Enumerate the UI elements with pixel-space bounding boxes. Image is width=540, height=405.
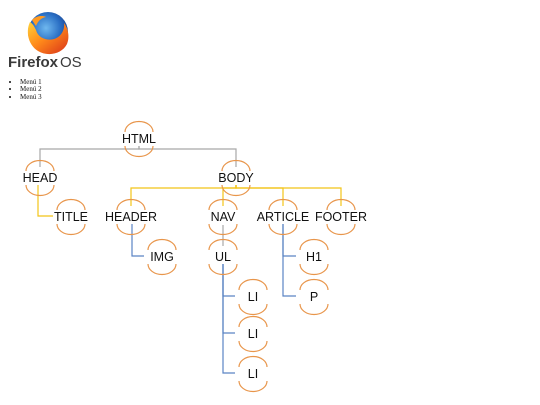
node-h1: H1 bbox=[299, 238, 329, 276]
node-arc-bottom bbox=[238, 340, 268, 353]
node-label: P bbox=[310, 290, 318, 304]
node-arc-top bbox=[268, 198, 298, 211]
node-label: LI bbox=[248, 367, 258, 381]
node-label: LI bbox=[248, 327, 258, 341]
node-arc-top bbox=[299, 278, 329, 291]
menu-item-2[interactable]: Menú 2 bbox=[20, 85, 42, 93]
node-label: LI bbox=[248, 290, 258, 304]
node-arc-top bbox=[124, 120, 154, 133]
node-arc-top bbox=[147, 238, 177, 251]
edge-article-p bbox=[282, 224, 296, 297]
edge-html-head bbox=[39, 146, 140, 167]
firefox-logo-icon: Firefox OS bbox=[8, 12, 82, 71]
node-nav: NAV bbox=[208, 198, 238, 236]
node-label: TITLE bbox=[54, 210, 88, 224]
node-label: NAV bbox=[211, 210, 236, 224]
menu-item-1[interactable]: Menú 1 bbox=[20, 78, 42, 86]
node-arc-bottom bbox=[299, 263, 329, 276]
node-arc-top bbox=[238, 278, 268, 291]
node-footer: FOOTER bbox=[315, 198, 367, 236]
node-arc-top bbox=[238, 315, 268, 328]
node-arc-bottom bbox=[116, 223, 146, 236]
node-arc-bottom bbox=[326, 223, 356, 236]
edge-html-body bbox=[138, 146, 237, 167]
node-html: HTML bbox=[122, 120, 156, 158]
node-arc-bottom bbox=[221, 184, 251, 197]
node-li-1: LI bbox=[238, 278, 268, 316]
node-ul: UL bbox=[208, 238, 238, 276]
menu-item-3[interactable]: Menú 3 bbox=[20, 93, 42, 101]
node-label: UL bbox=[215, 250, 231, 264]
brand-name: Firefox bbox=[8, 54, 59, 71]
node-label: HEADER bbox=[105, 210, 157, 224]
menu-list: Menú 1 Menú 2 Menú 3 bbox=[8, 78, 42, 101]
node-arc-bottom bbox=[25, 184, 55, 197]
node-arc-bottom bbox=[56, 223, 86, 236]
node-li-3: LI bbox=[238, 355, 268, 393]
firefox-os-logo: Firefox OS bbox=[8, 8, 88, 74]
node-arc-top bbox=[326, 198, 356, 211]
node-header: HEADER bbox=[105, 198, 157, 236]
tree-nodes: HTML HEAD BODY TITLE HEADER NAV ARTICLE FOOTER I… bbox=[23, 120, 367, 393]
node-arc-top bbox=[25, 159, 55, 172]
node-body: BODY bbox=[218, 159, 254, 197]
edge-header-img bbox=[131, 224, 144, 257]
edge-article-h1 bbox=[282, 224, 296, 257]
node-label: FOOTER bbox=[315, 210, 367, 224]
node-head: HEAD bbox=[23, 159, 58, 197]
node-arc-top bbox=[208, 238, 238, 251]
node-arc-bottom bbox=[238, 303, 268, 316]
edge-ul-li_1 bbox=[222, 264, 235, 297]
node-label: HEAD bbox=[23, 171, 58, 185]
node-arc-bottom bbox=[147, 263, 177, 276]
edge-body-header bbox=[130, 185, 237, 206]
node-label: ARTICLE bbox=[257, 210, 310, 224]
node-li-2: LI bbox=[238, 315, 268, 353]
node-arc-bottom bbox=[238, 380, 268, 393]
node-arc-bottom bbox=[124, 145, 154, 158]
edge-body-footer bbox=[235, 185, 342, 206]
brand-suffix: OS bbox=[60, 54, 82, 71]
node-arc-top bbox=[299, 238, 329, 251]
node-arc-top bbox=[208, 198, 238, 211]
node-label: HTML bbox=[122, 132, 156, 146]
node-label: H1 bbox=[306, 250, 322, 264]
node-label: IMG bbox=[150, 250, 174, 264]
node-arc-top bbox=[116, 198, 146, 211]
node-p: P bbox=[299, 278, 329, 316]
edge-ul-li_3 bbox=[222, 264, 235, 374]
node-article: ARTICLE bbox=[257, 198, 310, 236]
tree-edges bbox=[37, 146, 342, 374]
node-arc-bottom bbox=[268, 223, 298, 236]
node-arc-top bbox=[221, 159, 251, 172]
node-arc-top bbox=[238, 355, 268, 368]
node-arc-bottom bbox=[208, 223, 238, 236]
node-arc-bottom bbox=[208, 263, 238, 276]
edge-head-title bbox=[37, 185, 53, 217]
node-title: TITLE bbox=[54, 198, 88, 236]
node-label: BODY bbox=[218, 171, 254, 185]
node-img: IMG bbox=[147, 238, 177, 276]
node-arc-bottom bbox=[299, 303, 329, 316]
node-arc-top bbox=[56, 198, 86, 211]
